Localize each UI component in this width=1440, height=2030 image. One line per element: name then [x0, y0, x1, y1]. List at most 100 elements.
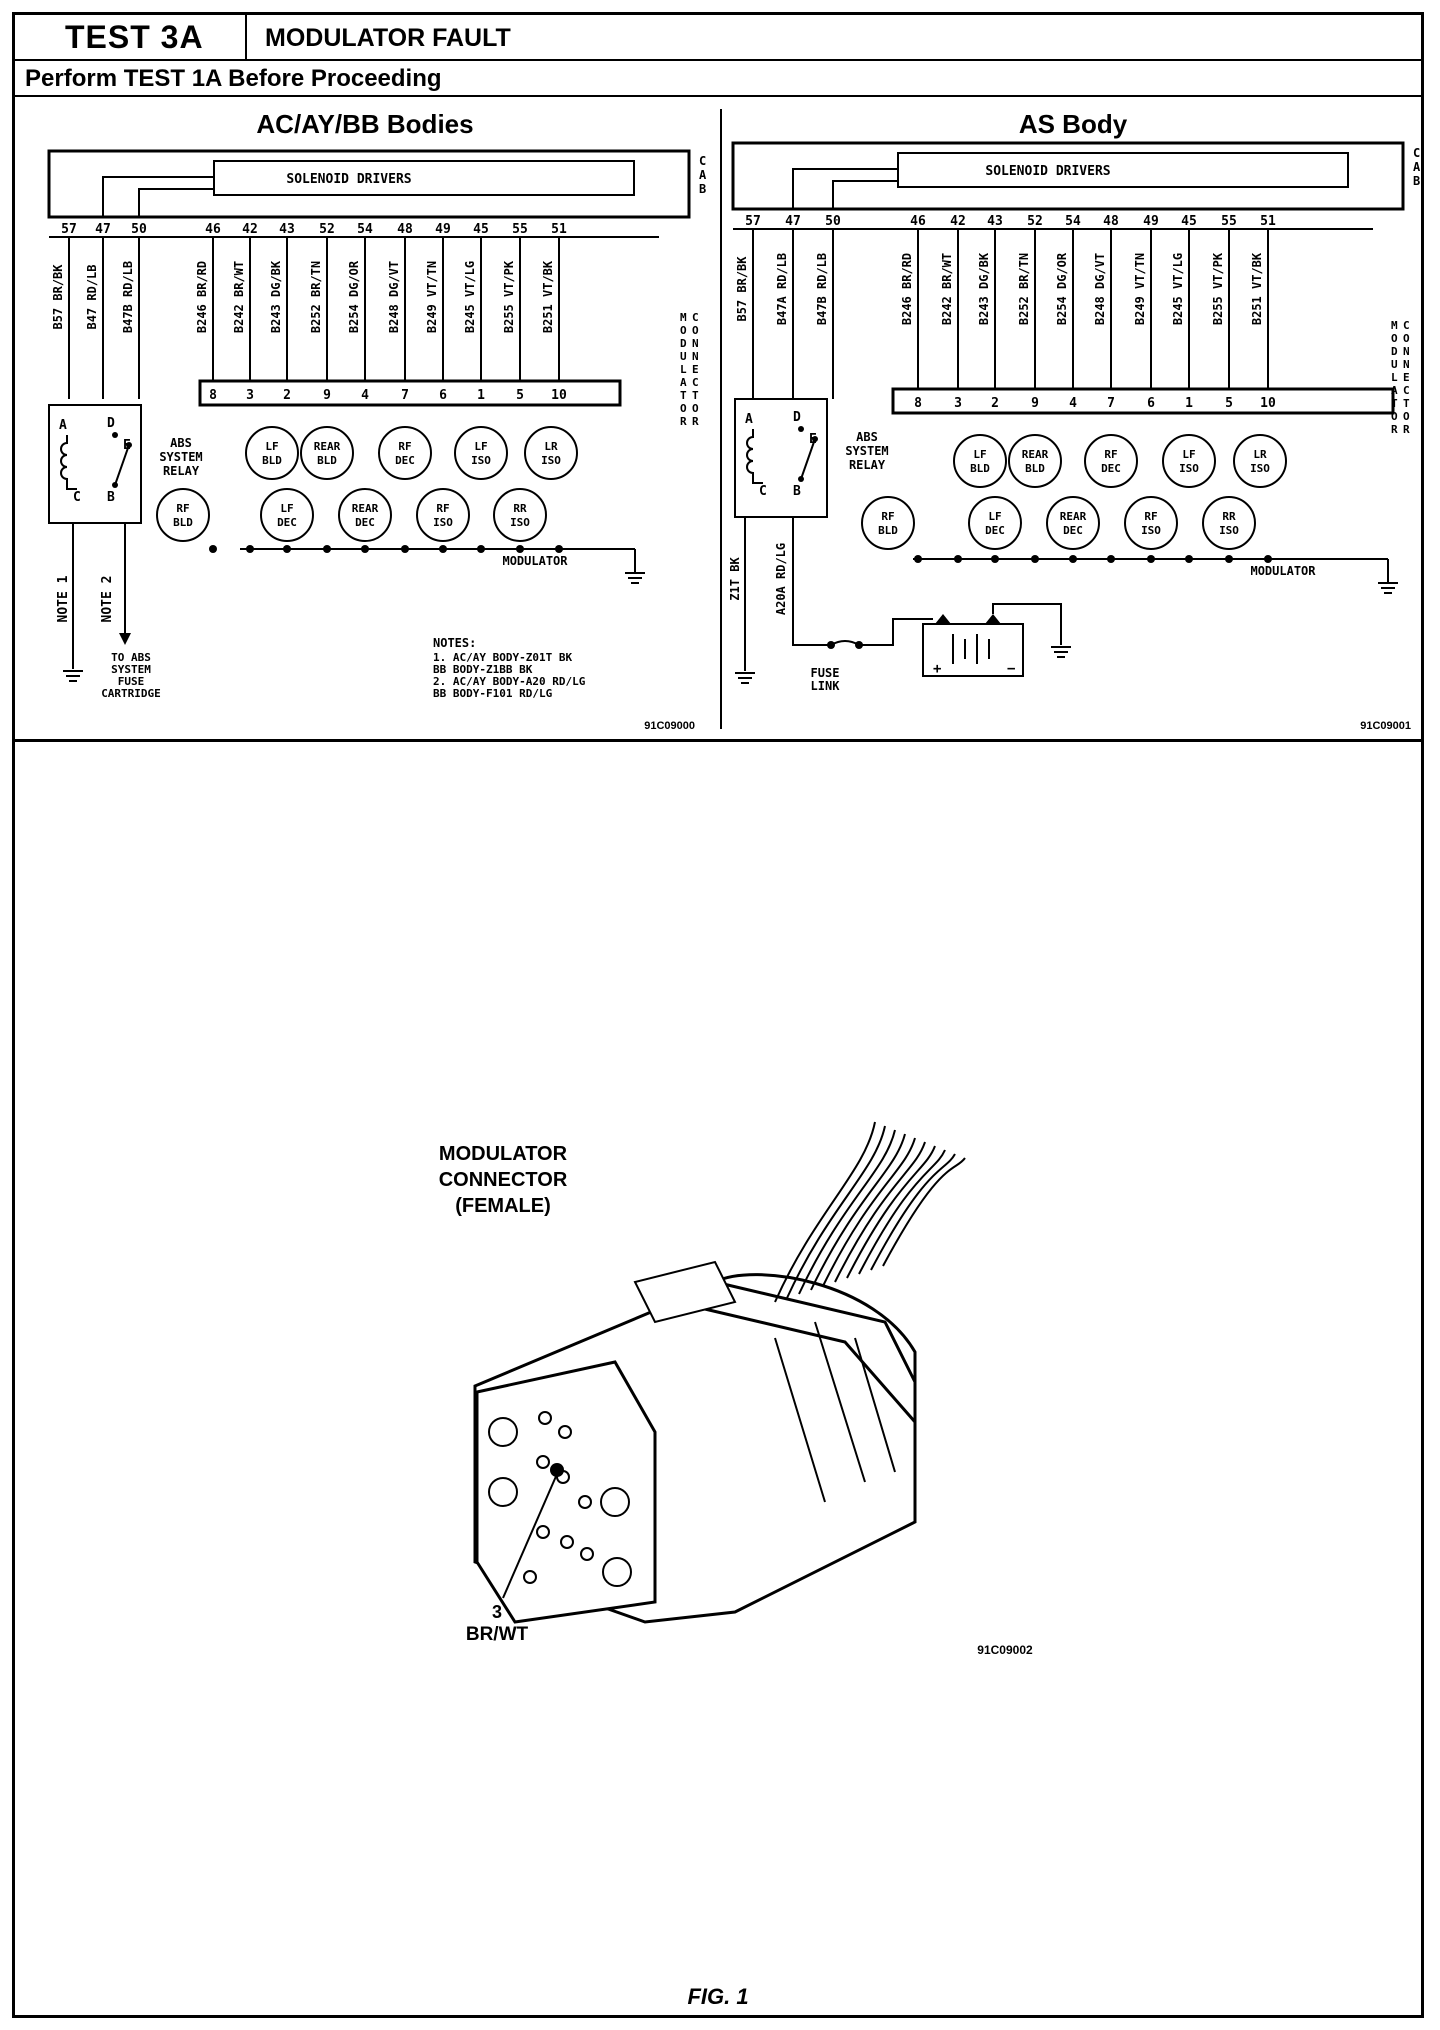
cab-label-char: B: [1413, 174, 1420, 188]
bus-junction: [1107, 555, 1115, 563]
bus-junction: [361, 545, 369, 553]
valve-label: ISO: [541, 454, 561, 467]
terminal-cavity: [602, 1557, 632, 1587]
solenoid-drivers-box: [213, 160, 635, 196]
valve-label: ISO: [1219, 524, 1239, 537]
connector-pin-8: 8: [914, 396, 922, 411]
relay-label: ABS: [856, 430, 878, 444]
valve-label: RF: [1144, 510, 1157, 523]
connector-label-char: O: [1391, 410, 1398, 423]
solenoid-drivers-box: [897, 152, 1349, 188]
page-frame: TEST 3A MODULATOR FAULT Perform TEST 1A …: [12, 12, 1424, 2018]
valve-lf-iso: [1162, 434, 1216, 488]
bus-junction: [1069, 555, 1077, 563]
relay-terminal-a: A: [745, 412, 753, 427]
terminal-cavity: [558, 1425, 572, 1439]
connector-label-char: D: [1391, 345, 1398, 358]
connector-label-char: N: [1403, 345, 1410, 358]
valve-label: ISO: [510, 516, 530, 529]
solenoid-drivers-label: SOLENOID DRIVERS: [286, 172, 411, 187]
connector-label-char: O: [1403, 410, 1410, 423]
note-1-label: NOTE 1: [56, 575, 71, 622]
cab-pin-55: 55: [1221, 214, 1237, 229]
header-row: TEST 3A MODULATOR FAULT: [15, 15, 1421, 61]
cab-label-char: C: [1413, 146, 1420, 160]
valve-rear-bld: [300, 426, 354, 480]
wire-label: B255 VT/PK: [502, 260, 516, 333]
cab-pin-54: 54: [1065, 214, 1081, 229]
connector-pin-8: 8: [209, 388, 217, 403]
connector-pin-3: 3: [954, 396, 962, 411]
bus-junction: [401, 545, 409, 553]
relay-terminal-a: A: [59, 418, 67, 433]
relay-contact: [112, 432, 118, 438]
connector-label-char: E: [692, 363, 699, 376]
cab-label-char: B: [699, 182, 706, 196]
wire-bundle: [882, 1157, 966, 1267]
valve-lr-iso: [524, 426, 578, 480]
wire-label: B57 BR/BK: [51, 264, 65, 330]
figure-caption: FIG. 1: [687, 1984, 749, 2009]
test-title: MODULATOR FAULT: [265, 24, 511, 52]
connector-label-char: L: [680, 363, 687, 376]
bus-junction: [209, 545, 217, 553]
internal-link: [102, 176, 214, 217]
cab-pin-46: 46: [205, 222, 221, 237]
terminal-cavity: [536, 1455, 550, 1469]
valve-label: DEC: [1063, 524, 1083, 537]
note-line: BB BODY-Z1BB BK: [433, 663, 533, 676]
bus-junction: [1031, 555, 1039, 563]
modulator-label: MODULATOR: [1250, 564, 1316, 578]
valve-label: ISO: [471, 454, 491, 467]
cab-pin-48: 48: [397, 222, 413, 237]
fuse-cartridge-text: FUSE: [118, 675, 145, 688]
valve-rear-dec: [338, 488, 392, 542]
connector-title-line: CONNECTOR: [439, 1169, 568, 1191]
valve-label: RF: [176, 502, 189, 515]
connector-label-char: T: [680, 389, 687, 402]
cab-pin-50: 50: [825, 214, 841, 229]
valve-label: LF: [973, 448, 986, 461]
valve-label: DEC: [355, 516, 375, 529]
battery-wire: [859, 618, 933, 646]
valve-label: LF: [988, 510, 1001, 523]
connector-pin-2: 2: [991, 396, 999, 411]
battery-post: [935, 614, 951, 624]
connector-label-char: E: [1403, 371, 1410, 384]
connector-label-char: T: [692, 389, 699, 402]
modulator-connector: [891, 387, 1395, 415]
connector-label-char: M: [1391, 319, 1398, 332]
wire-label: B47B RD/LB: [815, 253, 829, 325]
bus-junction: [439, 545, 447, 553]
wire-label: B249 VT/TN: [1133, 253, 1147, 325]
connector-label-char: L: [1391, 371, 1398, 384]
cab-pin-52: 52: [1027, 214, 1043, 229]
cab-pin-42: 42: [950, 214, 966, 229]
cab-pin-54: 54: [357, 222, 373, 237]
valve-label: RR: [1222, 510, 1236, 523]
valve-label: ISO: [433, 516, 453, 529]
valve-lf-iso: [454, 426, 508, 480]
wire-label: B242 BR/WT: [232, 261, 246, 333]
battery-plus: +: [933, 661, 941, 677]
relay-terminal-d: D: [793, 410, 801, 425]
connector-label-char: N: [1403, 358, 1410, 371]
connector-label-char: O: [692, 402, 699, 415]
pin-callout-line: [502, 1473, 558, 1599]
bus-junction: [1147, 555, 1155, 563]
bus-junction: [516, 545, 524, 553]
valve-rf-dec: [378, 426, 432, 480]
note-line: 1. AC/AY BODY-Z01T BK: [433, 651, 572, 664]
cab-label-char: A: [1413, 160, 1421, 174]
valve-label: ISO: [1250, 462, 1270, 475]
valve-label: BLD: [262, 454, 282, 467]
valve-rr-iso: [493, 488, 547, 542]
relay-contact: [126, 442, 132, 448]
internal-link: [792, 168, 898, 209]
connector-label-char: A: [680, 376, 687, 389]
valve-label: LF: [265, 440, 278, 453]
